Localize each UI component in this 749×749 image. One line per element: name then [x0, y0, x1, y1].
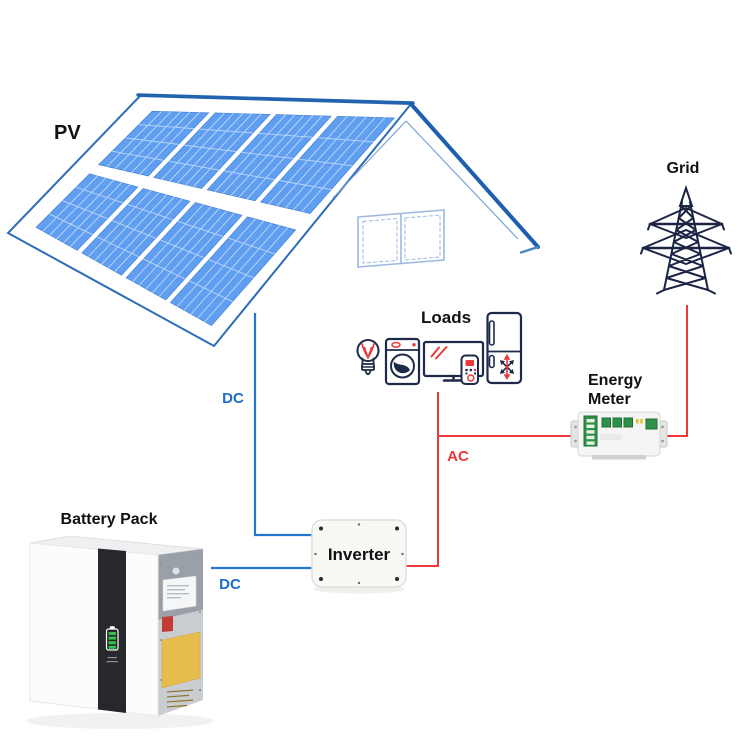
remote-control-icon: [460, 354, 479, 385]
meter-terminal-top-2: [612, 417, 622, 428]
window-pane-left: [362, 217, 398, 264]
roof-ridge-line: [136, 93, 415, 105]
dc-line-pv-to-inverter: [253, 313, 312, 537]
meter-led-1: [636, 419, 639, 424]
meter-terminal-top-1: [601, 417, 611, 428]
roof-eave-tip: [519, 245, 540, 254]
window-pane-right: [404, 214, 441, 261]
pv-panel-cell-lines: [106, 111, 200, 175]
tv-screen-glare: [430, 346, 448, 360]
loads-icons: [356, 311, 523, 386]
battery-pack-label: Battery Pack: [60, 511, 158, 528]
pv-panel-cell-lines: [132, 204, 235, 297]
meter-terminal-right: [645, 418, 658, 430]
transmission-tower-icon: [640, 184, 732, 295]
refrigerator-icon: [486, 311, 523, 385]
dc-label-pv: DC: [222, 390, 244, 407]
battery-front-face: [29, 542, 159, 717]
wall-battery-icon: [26, 535, 214, 729]
meter-led-2: [640, 419, 643, 424]
grid-label: Grid: [666, 160, 700, 177]
pv-panel-cell-lines: [268, 116, 386, 212]
pv-panel-cell-lines: [176, 218, 289, 323]
pv-panel: [125, 202, 243, 301]
washing-machine-icon: [384, 337, 421, 386]
battery-yellow-label: [161, 631, 201, 689]
ac-line-meter-to-grid: [666, 305, 688, 437]
window: [357, 209, 445, 268]
inverter-label: Inverter: [327, 545, 391, 564]
gable-inner-line-left: [332, 120, 407, 199]
washer-drum-water: [393, 361, 410, 374]
ac-line-inverter-to-loads: [406, 392, 439, 567]
ac-label: AC: [447, 448, 469, 465]
pv-panel-cell-lines: [42, 175, 131, 247]
battery-warning-label: [162, 616, 173, 632]
battery-front-stripe: [98, 548, 126, 713]
meter-terminal-top-3: [623, 417, 633, 428]
pv-panel-cell-lines: [214, 114, 323, 200]
snowflake-icon: [500, 354, 514, 380]
pv-panel: [81, 188, 191, 276]
roof-right-slope: [409, 102, 540, 249]
inverter-box-icon: [311, 519, 407, 594]
pv-panel-cell-lines: [88, 190, 183, 272]
house: [6, 93, 540, 348]
light-bulb-icon: [356, 339, 380, 375]
bulb-filament: [361, 343, 375, 359]
energy-meter-icon: [570, 411, 668, 460]
pv-panel-cell-lines: [161, 112, 262, 187]
gable-inner-line-right: [405, 120, 519, 240]
loads-label: Loads: [420, 308, 472, 327]
energy-meter-label: Energy Meter: [588, 372, 643, 408]
pv-label: PV: [54, 122, 81, 144]
pv-panel-array: [35, 110, 396, 326]
tv-icon: [422, 340, 485, 382]
window-frame: [357, 209, 445, 268]
battery-level-indicator: [105, 626, 119, 663]
dc-label-battery: DC: [219, 576, 241, 593]
